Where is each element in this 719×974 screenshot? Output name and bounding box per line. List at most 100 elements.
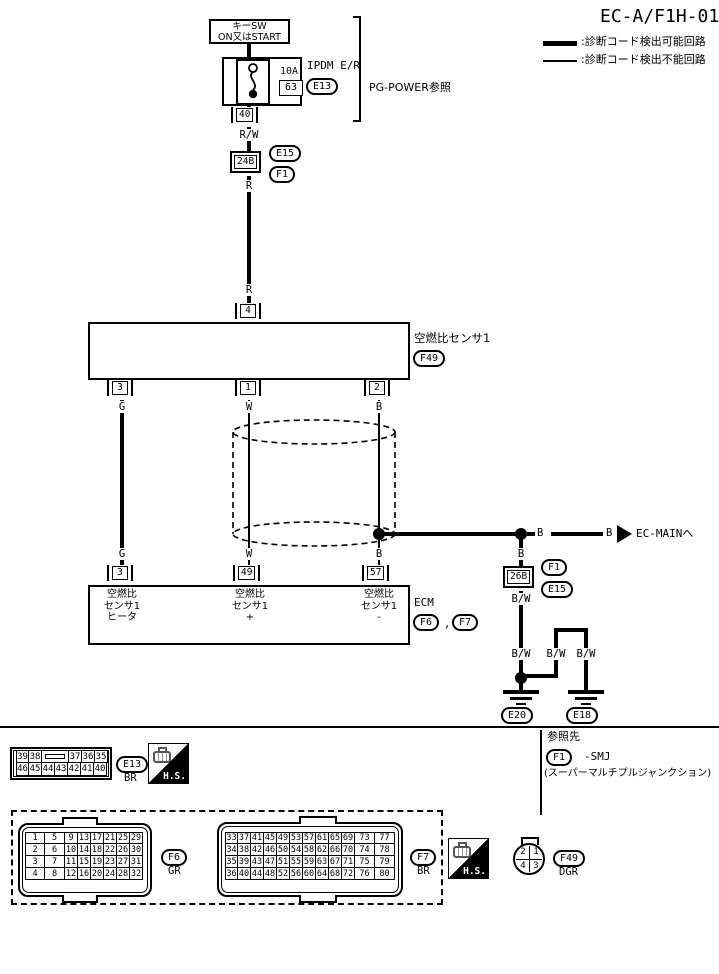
pin-cell: 35	[95, 750, 108, 763]
pin-cell: 53	[290, 832, 303, 844]
pin-cell: 74	[355, 844, 375, 856]
pin-cell: 43	[55, 763, 68, 776]
pin-cell: 46	[16, 763, 29, 776]
pin-cell: 60	[303, 868, 316, 880]
connector-ref-f1: F1	[269, 166, 296, 183]
pin-cell: 41	[251, 832, 264, 844]
ipdm-label: IPDM E/R	[307, 59, 360, 72]
pin-cell: 8	[45, 868, 65, 880]
pin-cell: 34	[225, 844, 238, 856]
pin-cell: 37	[238, 832, 251, 844]
wire-color-w: W	[243, 401, 255, 413]
f7-tab-bottom	[299, 895, 337, 903]
pin-cell: 64	[316, 868, 329, 880]
pin-cell: 71	[342, 856, 355, 868]
ref-section-rule	[540, 730, 542, 815]
legend-undetectable-label: :診断コード検出不能回路	[581, 53, 706, 66]
connector-ref-e13-face: E13	[116, 756, 149, 773]
pin-slot	[42, 750, 69, 763]
wire-color-b2: B	[373, 548, 385, 560]
pin-cell: 70	[342, 844, 355, 856]
connector-icon-tab	[158, 747, 167, 752]
connector-24b: 24B	[230, 151, 262, 173]
e13-color: BR	[124, 772, 137, 784]
pin-cell: 47	[264, 856, 277, 868]
pin-cell: 76	[355, 868, 375, 880]
pin-cell: 4	[25, 868, 45, 880]
legend-thick-line	[543, 41, 577, 46]
key-switch-line2: ON又はSTART	[218, 31, 281, 43]
pin-cell: 17	[91, 832, 104, 844]
pin-cell: 18	[91, 844, 104, 856]
pin-cell: 63	[316, 856, 329, 868]
wire-color-b-branch: B	[515, 548, 527, 560]
wire-b	[378, 400, 380, 565]
wire-color-b-main2: B	[606, 527, 613, 539]
ecm-label: ECM	[414, 596, 434, 609]
pin-cell: 28	[117, 868, 130, 880]
pin-3-ecm: 3	[107, 565, 133, 581]
pin-cell: 40	[94, 763, 107, 776]
pin-cell: 79	[375, 856, 395, 868]
wire-junction-run	[379, 532, 517, 536]
pin-cell: 44	[251, 868, 264, 880]
wire-keysw-to-ipdm	[247, 44, 251, 57]
junction-dot-2	[515, 528, 527, 540]
connector-ref-f1-2: F1	[541, 559, 568, 576]
ref-section-f1: F1	[546, 749, 573, 766]
pin-cell: 39	[16, 750, 29, 763]
wire-color-r2: R	[243, 284, 255, 296]
pin-1-sensor: 1	[235, 380, 261, 396]
f6-tab-bottom	[62, 895, 98, 903]
pin-cell: 20	[91, 868, 104, 880]
f6-color: GR	[168, 865, 181, 877]
pin-cell: 21	[104, 832, 117, 844]
wire-color-bw-left: B/W	[544, 648, 568, 660]
pin-cell: 80	[375, 868, 395, 880]
pin-cell: 3	[25, 856, 45, 868]
fuse-rating: 10A	[280, 66, 299, 77]
pin-cell: 41	[81, 763, 94, 776]
pin-cell: 38	[29, 750, 42, 763]
key-switch-box: キーSW ON又はSTART	[209, 19, 290, 44]
pin-cell: 52	[277, 868, 290, 880]
f7-inner-border	[221, 826, 399, 893]
pin-cell: 37	[69, 750, 82, 763]
wire-bw-main	[519, 591, 523, 690]
f7-color: BR	[417, 865, 430, 877]
f49-tab	[521, 837, 539, 845]
pin-cell: 12	[65, 868, 78, 880]
pin-cell: 42	[68, 763, 81, 776]
af-sensor-box	[88, 322, 410, 380]
pin-cell: 14	[78, 844, 91, 856]
ground-icon-e20	[503, 690, 539, 694]
pin-cell: 19	[91, 856, 104, 868]
wire-b-stub	[527, 532, 535, 536]
harness-group-box	[11, 810, 443, 905]
pin-cell: 57	[303, 832, 316, 844]
ecm-ref-separator: ,	[444, 618, 451, 630]
fuse-number-box: 63	[279, 80, 303, 96]
connector-ref-f7-face: F7	[410, 849, 437, 866]
shield-cylinder	[232, 419, 396, 547]
pin-cell: 15	[78, 856, 91, 868]
f6-tab-top	[62, 817, 98, 825]
pin-cell: 49	[277, 832, 290, 844]
pin-cell: 5	[45, 832, 65, 844]
junction-dot-3	[515, 672, 527, 684]
legend-thin-line	[543, 60, 577, 62]
pin-cell: 69	[342, 832, 355, 844]
connector-icon-tab-2	[458, 842, 467, 847]
wire-g	[120, 400, 124, 565]
pin-cell: 72	[342, 868, 355, 880]
wire-color-b: B	[373, 401, 385, 413]
pin-cell: 62	[316, 844, 329, 856]
pin-cell: 43	[251, 856, 264, 868]
connector-ref-e13: E13	[306, 78, 339, 95]
ecm-minus-label: 空燃比 センサ1 -	[360, 589, 398, 623]
pin-cell: 29	[130, 832, 143, 844]
